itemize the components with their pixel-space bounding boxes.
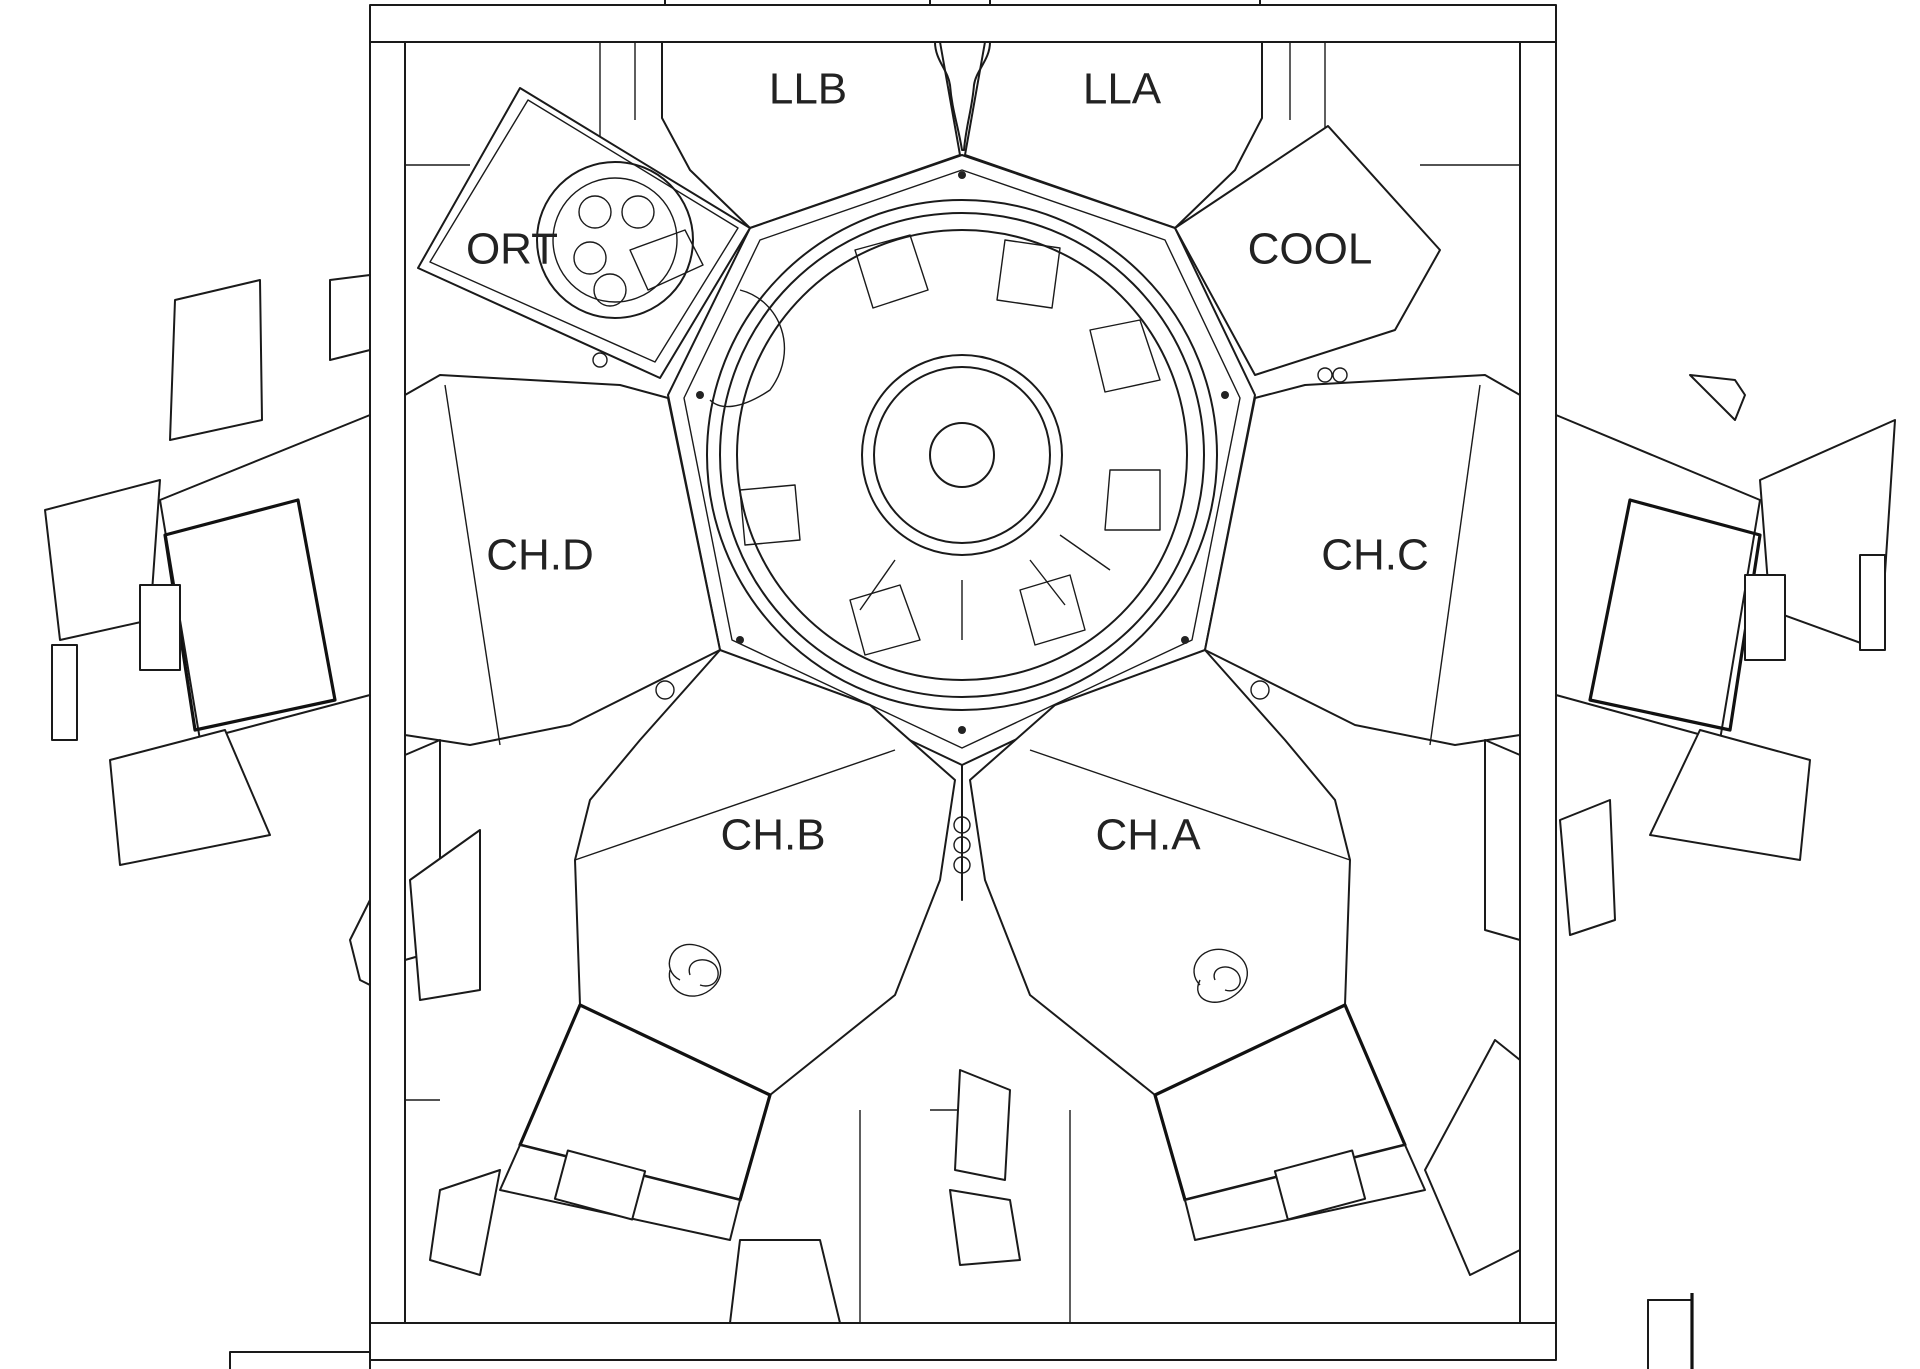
label-ch-d: CH.D	[486, 531, 594, 580]
label-ch-b: CH.B	[720, 811, 825, 860]
cool-module	[1174, 125, 1441, 376]
chamber-b	[349, 649, 956, 1324]
label-ort: ORT	[466, 225, 558, 274]
chamber-a	[949, 649, 1616, 1276]
center-components	[592, 352, 1348, 901]
chamber-c	[1204, 374, 1896, 861]
transfer-chamber	[667, 154, 1256, 766]
label-llb: LLB	[769, 65, 847, 114]
orienter-module	[417, 87, 751, 379]
load-lock-divider	[934, 41, 991, 151]
label-lla: LLA	[1083, 65, 1162, 114]
label-ch-c: CH.C	[1321, 531, 1429, 580]
chamber-d	[44, 274, 721, 866]
label-cool: COOL	[1248, 225, 1373, 274]
label-ch-a: CH.A	[1095, 811, 1201, 860]
